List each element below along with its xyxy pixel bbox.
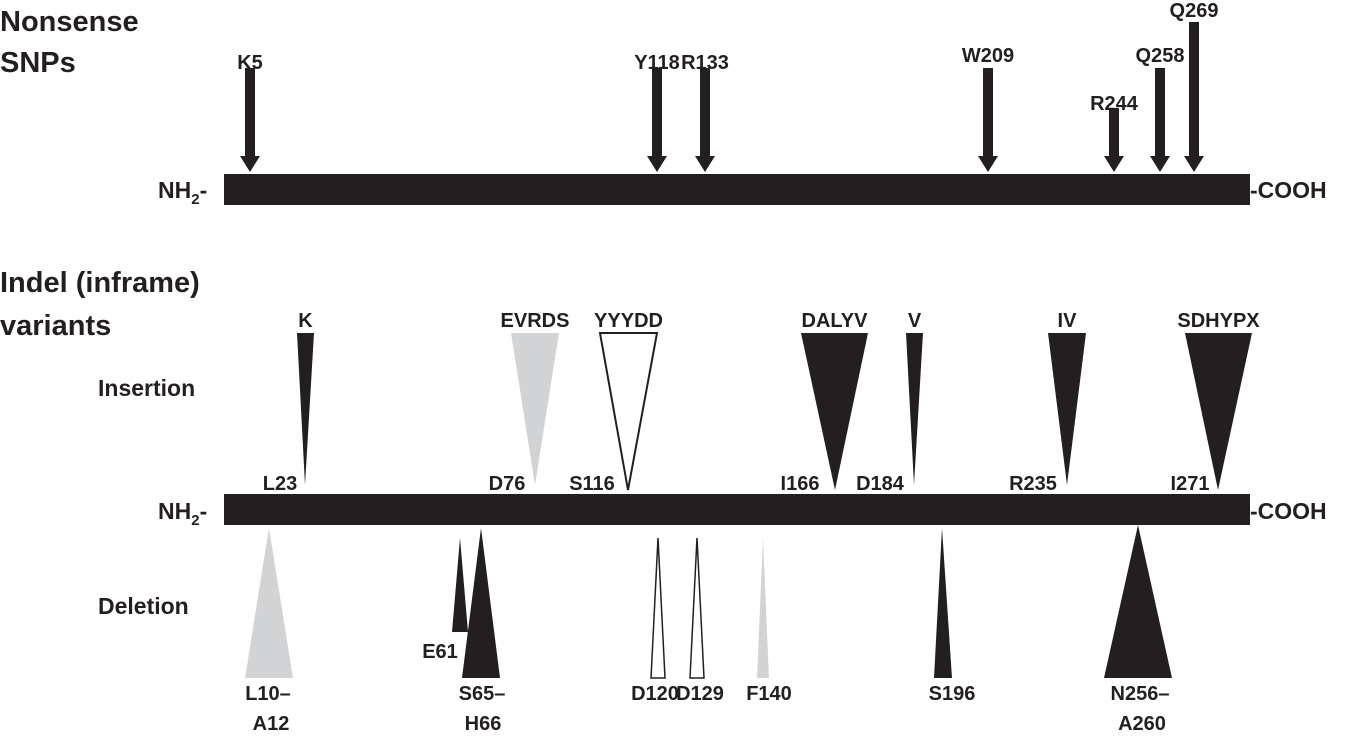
- insertion-site-label: I166: [781, 473, 820, 495]
- deletion-triangle: [1104, 525, 1172, 678]
- insertion-triangle: [801, 333, 868, 490]
- nonsense-title-line1: Nonsense: [0, 6, 139, 38]
- deletion-label: Deletion: [98, 593, 189, 619]
- protein-bar-bottom: [224, 494, 1250, 525]
- inserted-residues-label: SDHYPX: [1177, 310, 1260, 332]
- nonsense-title-line2: SNPs: [0, 47, 76, 79]
- arrow-shaft: [983, 68, 993, 160]
- insertion-triangle: [1185, 333, 1252, 490]
- snp-arrow-K5: K5: [237, 52, 263, 172]
- arrow-shaft: [1155, 68, 1165, 160]
- inserted-residues-label: IV: [1058, 310, 1078, 332]
- deletion-label: F140: [746, 683, 792, 705]
- insertion-triangle: [511, 333, 559, 485]
- deletion-triangle: [650, 537, 666, 679]
- arrow-down-icon: [647, 156, 667, 172]
- insertion-triangle: [297, 333, 314, 485]
- deletion-triangle: [452, 538, 468, 632]
- insertion-site-label: I271: [1171, 473, 1210, 495]
- insertion-site-label: D184: [856, 473, 905, 495]
- arrow-down-icon: [1184, 156, 1204, 172]
- arrow-shaft: [652, 68, 662, 160]
- indel-title-line2: variants: [0, 310, 111, 342]
- snp-label: R133: [681, 52, 729, 74]
- n-terminus-top: NH2-: [158, 177, 207, 208]
- insertion-I166: DALYV I166: [781, 310, 869, 495]
- arrow-down-icon: [1150, 156, 1170, 172]
- snp-arrow-R133: R133: [681, 52, 729, 172]
- insertion-triangle: [598, 332, 659, 491]
- deletion-label-line2: A12: [253, 713, 290, 735]
- snp-label: Q269: [1170, 0, 1219, 22]
- deletion-F140: F140: [746, 538, 792, 705]
- arrow-shaft: [1109, 108, 1119, 160]
- inserted-residues-label: YYYDD: [594, 310, 663, 332]
- insertion-site-label: S116: [569, 473, 615, 495]
- deletion-D120: D120: [631, 537, 679, 705]
- insertion-label: Insertion: [98, 375, 195, 401]
- deletion-label: S196: [929, 683, 976, 705]
- arrow-down-icon: [240, 156, 260, 172]
- protein-bar-top: [224, 174, 1250, 205]
- c-terminus-bottom: -COOH: [1250, 498, 1327, 524]
- deletion-triangle: [689, 537, 705, 679]
- deletion-S196: S196: [929, 528, 976, 705]
- insertion-S116: YYYDD S116: [569, 310, 663, 495]
- deletion-triangle: [462, 528, 500, 678]
- snp-arrow-Q258: Q258: [1136, 45, 1185, 172]
- snp-label: Y118: [634, 52, 680, 74]
- inserted-residues-label: K: [298, 310, 313, 332]
- insertion-D184: V D184: [856, 310, 923, 495]
- arrow-shaft: [700, 68, 710, 160]
- deletion-label: L10–: [245, 683, 291, 705]
- arrow-down-icon: [1104, 156, 1124, 172]
- insertion-R235: IV R235: [1009, 310, 1086, 495]
- deletion-label-line2: H66: [465, 713, 502, 735]
- snp-arrow-W209: W209: [962, 45, 1014, 172]
- snp-label: W209: [962, 45, 1014, 67]
- insertion-I271: SDHYPX I271: [1171, 310, 1261, 495]
- insertion-site-label: L23: [263, 473, 297, 495]
- deletion-triangle: [934, 528, 952, 678]
- deletion-label: D120: [631, 683, 679, 705]
- arrow-shaft: [245, 68, 255, 160]
- snp-arrow-Q269: Q269: [1170, 0, 1219, 172]
- c-terminus-top: -COOH: [1250, 177, 1327, 203]
- deletion-triangle: [245, 528, 293, 678]
- snp-label: R244: [1090, 93, 1139, 115]
- deletion-N256: N256– A260: [1104, 525, 1172, 735]
- insertion-D76: EVRDS D76: [489, 310, 570, 495]
- n-terminus-bottom: NH2-: [158, 498, 207, 529]
- insertion-triangle: [1048, 333, 1086, 485]
- snp-label: K5: [237, 52, 263, 74]
- deletion-label-line2: A260: [1118, 713, 1166, 735]
- snp-arrow-Y118: Y118: [634, 52, 680, 172]
- indel-title-line1: Indel (inframe): [0, 267, 200, 299]
- insertion-markers: K L23 EVRDS D76 YYYDD S116 DALYV I166 V D184 IV R23…: [263, 310, 1261, 495]
- deletion-label: E61: [422, 641, 458, 663]
- insertion-site-label: R235: [1009, 473, 1057, 495]
- deletion-label: N256–: [1111, 683, 1170, 705]
- deletion-triangle: [757, 538, 769, 678]
- arrow-shaft: [1189, 22, 1199, 160]
- insertion-site-label: D76: [489, 473, 526, 495]
- deletion-S65: S65– H66: [459, 528, 506, 735]
- deletion-L10: L10– A12: [245, 528, 293, 735]
- deletion-E61: E61: [422, 538, 468, 663]
- deletion-D129: D129: [676, 537, 724, 705]
- snp-label: Q258: [1136, 45, 1185, 67]
- arrow-down-icon: [695, 156, 715, 172]
- insertion-L23: K L23: [263, 310, 314, 495]
- snp-arrow-R244: R244: [1090, 93, 1139, 172]
- arrow-down-icon: [978, 156, 998, 172]
- deletion-label: S65–: [459, 683, 506, 705]
- inserted-residues-label: V: [908, 310, 922, 332]
- inserted-residues-label: DALYV: [802, 310, 869, 332]
- inserted-residues-label: EVRDS: [501, 310, 570, 332]
- insertion-triangle: [906, 333, 923, 485]
- deletion-label: D129: [676, 683, 724, 705]
